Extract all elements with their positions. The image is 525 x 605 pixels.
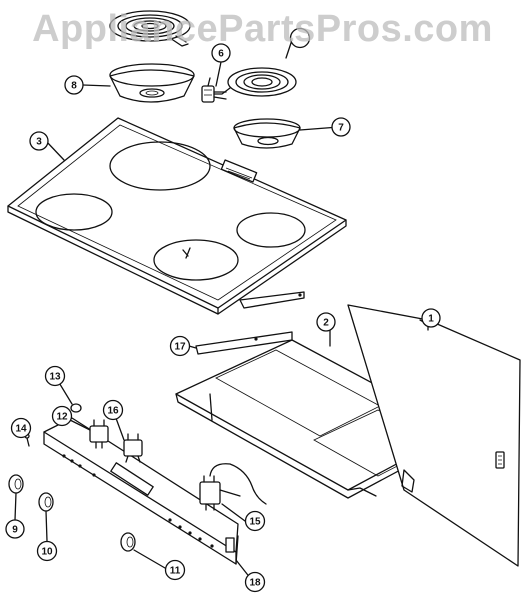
callout-12: 12 — [51, 405, 73, 427]
callout-14: 14 — [10, 417, 32, 439]
knob-c — [120, 532, 136, 552]
cooktop-panel — [7, 117, 347, 315]
drip-pan-large — [109, 63, 195, 103]
switch-right — [123, 433, 143, 463]
callout-1: 1 — [421, 308, 441, 328]
callout-label: 15 — [249, 517, 261, 528]
callout-10: 10 — [36, 540, 58, 562]
indicator-lamp — [70, 403, 82, 413]
callout-16: 16 — [102, 399, 124, 421]
callout-label: 1 — [428, 314, 434, 325]
coil-element-top-left — [109, 10, 191, 47]
callout-label: 2 — [323, 318, 329, 329]
callout-label: 18 — [249, 578, 261, 589]
callout-17: 17 — [169, 335, 191, 357]
callout-label: 7 — [338, 123, 344, 134]
callout-label: 9 — [12, 525, 18, 536]
callout-label: 6 — [218, 49, 224, 60]
terminal-block — [201, 77, 227, 103]
switch-left — [89, 419, 109, 449]
callout-label: 12 — [56, 412, 68, 423]
callout-label: 13 — [49, 372, 61, 383]
callout-top-right — [289, 27, 311, 49]
knob-a — [8, 474, 24, 494]
callout-label: 14 — [15, 424, 27, 435]
callout-label: 3 — [36, 137, 42, 148]
callout-2: 2 — [316, 312, 336, 332]
callout-11: 11 — [164, 559, 186, 581]
callout-9: 9 — [5, 519, 25, 539]
drip-pan-small — [233, 118, 301, 149]
callout-label: 10 — [41, 547, 53, 558]
callout-18: 18 — [244, 571, 266, 593]
callout-label: 11 — [170, 566, 181, 577]
callout-label: 17 — [174, 342, 186, 353]
callout-label: 8 — [71, 81, 77, 92]
side-trim-strip — [239, 291, 305, 309]
callout-7: 7 — [331, 117, 351, 137]
knob-b — [38, 492, 54, 512]
callout-8: 8 — [64, 75, 84, 95]
coil-element-right — [213, 67, 297, 97]
back-panel — [347, 304, 521, 567]
infinite-switch — [199, 463, 267, 511]
callout-label: 16 — [107, 406, 119, 417]
callout-3: 3 — [29, 131, 49, 151]
callout-15: 15 — [244, 510, 266, 532]
callout-13: 13 — [44, 365, 66, 387]
callout-6: 6 — [211, 43, 231, 63]
